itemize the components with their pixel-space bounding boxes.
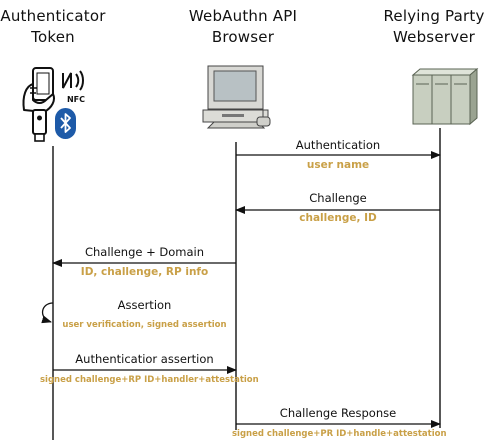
smartphone-icon: [22, 67, 55, 113]
computer-icon: [202, 65, 271, 129]
message-challenge-domain-detail: ID, challenge, RP info: [80, 266, 209, 278]
message-authenticator-assertion-detail: signed challenge+RP ID+handler+attestati…: [40, 375, 259, 385]
nfc-label: NFC: [67, 95, 85, 104]
server-icon: [411, 67, 479, 126]
message-challenge-response-detail: signed challenge+PR ID+handle+attestatio…: [232, 429, 447, 439]
message-assertion-detail: user verification, signed assertion: [62, 320, 227, 330]
usb-key-icon: [32, 109, 47, 142]
message-challenge-domain-label: Challenge + Domain: [84, 245, 205, 259]
nfc-icon: [62, 70, 84, 91]
message-challenge-label: Challenge: [309, 191, 367, 205]
participant-webauthn-browser: WebAuthn API Browser: [188, 7, 298, 46]
message-assertion-label: Assertion: [117, 298, 172, 312]
message-challenge-detail: challenge, ID: [299, 212, 377, 224]
bluetooth-icon: [55, 108, 76, 139]
message-authentication-label: Authentication: [295, 138, 381, 152]
participant-relying-party: Relying Party Webserver: [383, 7, 485, 46]
participant-authenticator-token: Authenticator Token: [0, 7, 106, 46]
message-authentication-detail: user name: [306, 159, 370, 171]
message-challenge-response-label: Challenge Response: [279, 406, 397, 420]
arrow-assertion-self: [41, 302, 54, 324]
message-authenticator-assertion-label: Authenticatior assertion: [75, 352, 214, 366]
